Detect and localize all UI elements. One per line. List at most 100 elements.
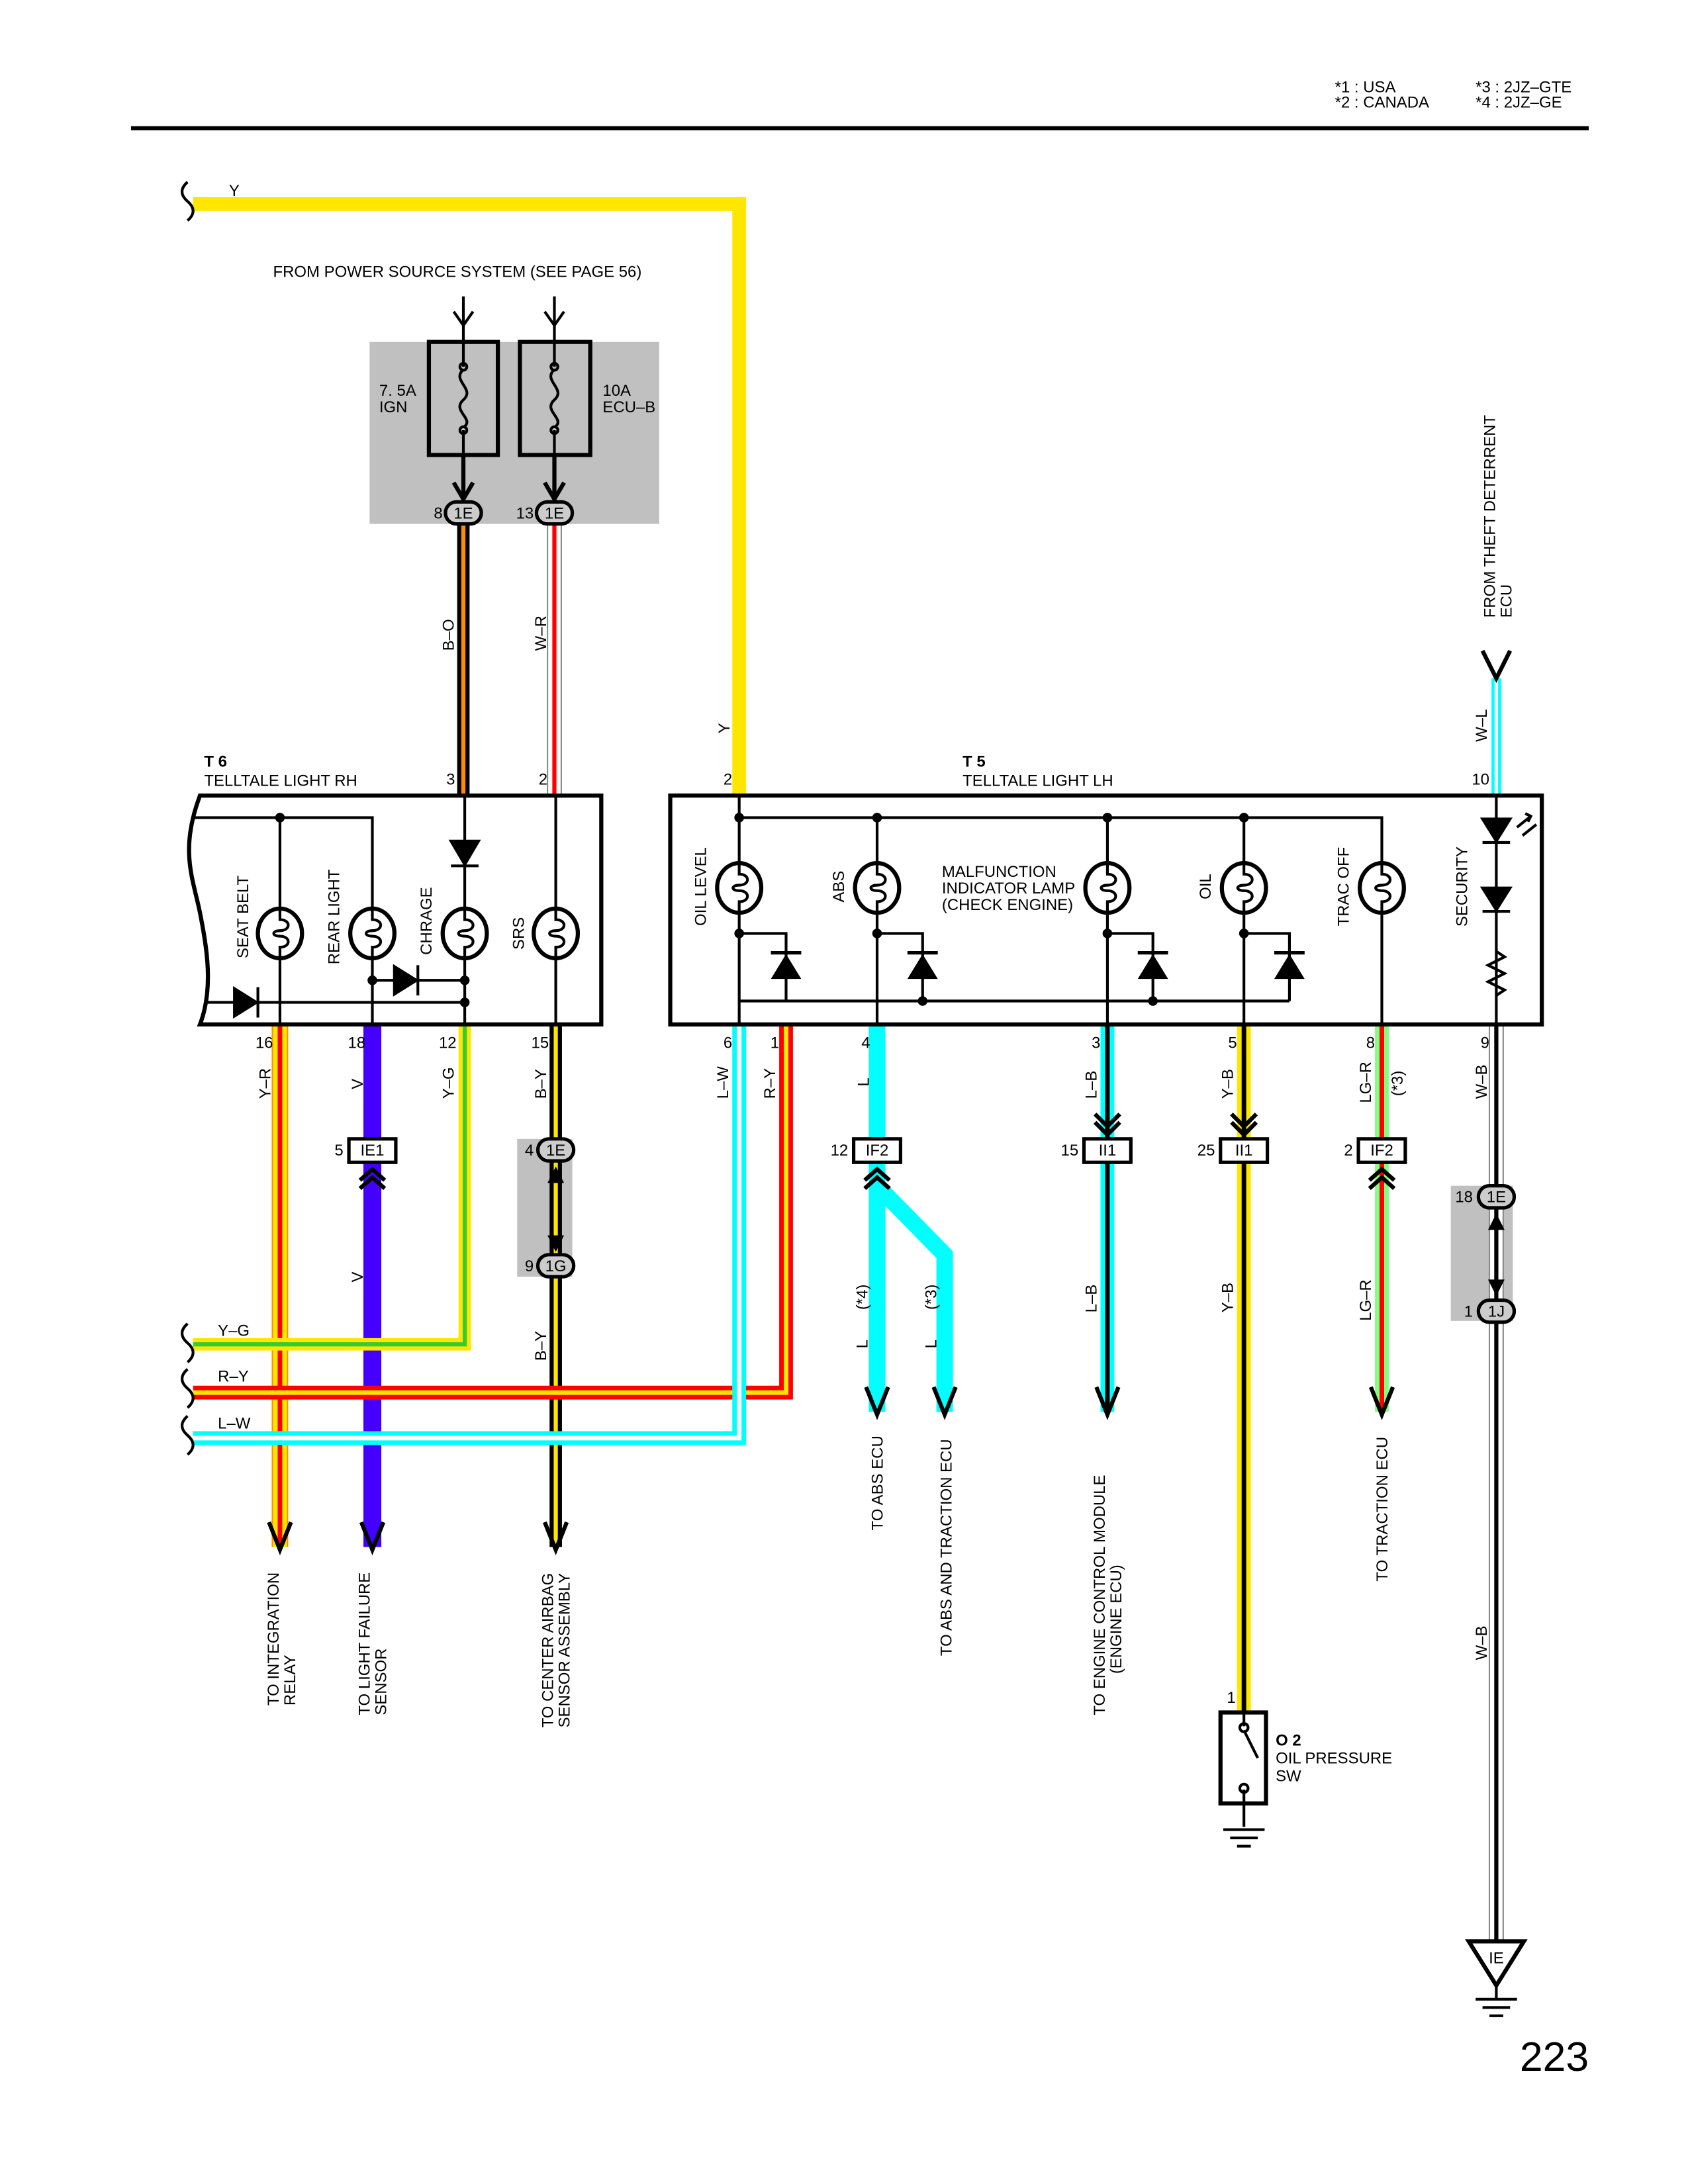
lamp-charge: CHRAGE	[418, 887, 436, 954]
lamp-security: SECURITY	[1454, 846, 1472, 927]
bulb-icon	[348, 906, 397, 961]
power-source-label: FROM POWER SOURCE SYSTEM (SEE PAGE 56)	[273, 263, 642, 281]
lamp-rear-light: REAR LIGHT	[326, 869, 344, 964]
bulb-filament	[869, 863, 887, 913]
wire-label: Y–G	[440, 1068, 457, 1099]
junction-dot	[734, 813, 744, 823]
wire-r-y	[193, 1024, 793, 1400]
connector-id: 1E	[1487, 1189, 1506, 1206]
chevron-down-icon	[1230, 1113, 1258, 1138]
fuse-icon	[549, 368, 559, 429]
wire-label: B–Y	[532, 1069, 550, 1099]
wire-label-wl: W–L	[1473, 709, 1491, 742]
wire-label: R–Y	[218, 1368, 249, 1386]
lamp-srs: SRS	[510, 917, 528, 950]
fuse-ecu-b: 10A ECU–B 1E 13	[516, 296, 655, 526]
chevron-up-icon	[863, 1166, 891, 1191]
fuse-rating: 10A	[602, 382, 631, 400]
arrow-icon	[1480, 649, 1513, 683]
legend-2jz-ge: *4 : 2JZ–GE	[1476, 94, 1562, 112]
dest-theft: FROM THEFT DETERRENT	[1481, 415, 1499, 618]
connector-id: 1G	[545, 1257, 567, 1275]
bulb-icon	[532, 906, 581, 961]
dest-airbag-sensor: SENSOR ASSEMBLY	[555, 1573, 573, 1728]
diode-icon	[393, 964, 420, 997]
diode-icon	[907, 954, 938, 979]
wire-break-icon	[180, 1322, 195, 1456]
diode-icon	[771, 954, 802, 979]
arrow-icon	[451, 455, 475, 504]
wire-note: (*4)	[853, 1285, 871, 1310]
connector-pin: 5	[334, 1142, 343, 1160]
wire-label: L–W	[714, 1066, 732, 1099]
connector-pin: 25	[1197, 1142, 1215, 1160]
connector-id: II1	[1099, 1142, 1117, 1160]
bulb-filament	[365, 908, 383, 958]
diode-icon	[1274, 954, 1305, 979]
connector-1e-by: 1E 4 1G 9	[525, 1137, 576, 1279]
pin: 6	[724, 1034, 732, 1052]
connector-if2-l: IF2 12	[831, 1137, 903, 1191]
fuse-name: IGN	[379, 398, 408, 416]
wire-label-bo: B–O	[440, 619, 457, 651]
fuse-block	[369, 341, 659, 524]
bulb-icon	[715, 861, 764, 915]
junction-dot	[872, 929, 882, 938]
component-code: O 2	[1276, 1732, 1301, 1750]
bulb-icon	[853, 861, 902, 915]
wire-labels: Y–R V Y–G B–Y L–W R–Y L L–B Y–B LG–R (*3…	[218, 1062, 1491, 1660]
junction-dot	[1239, 929, 1249, 938]
bulb-icon	[1219, 861, 1268, 915]
pin: 4	[861, 1034, 870, 1052]
legend: *1 : USA *2 : CANADA *3 : 2JZ–GTE *4 : 2…	[1335, 79, 1572, 112]
pin: 8	[1366, 1034, 1375, 1052]
wire-label: LG–R	[1357, 1279, 1375, 1321]
connector-ie1: IE1 5	[334, 1137, 398, 1191]
diode-icon	[233, 985, 259, 1019]
dest-traction-ecu: TO TRACTION ECU	[1374, 1437, 1391, 1582]
diode-icon	[1137, 954, 1168, 979]
connector-id: IE1	[361, 1142, 385, 1160]
wire-label: LG–R	[1357, 1062, 1375, 1103]
wire-label: V	[349, 1272, 367, 1283]
dest-airbag-sensor: TO CENTER AIRBAG	[539, 1573, 557, 1728]
led-icon	[1479, 817, 1513, 844]
dest-integration-relay: TO INTEGRATION	[265, 1572, 283, 1706]
ground-ie: IE	[1465, 1939, 1528, 2017]
connector-pin: 4	[525, 1142, 534, 1160]
dest-light-failure-sensor: TO LIGHT FAILURE	[355, 1572, 373, 1715]
junction-dot	[1102, 929, 1113, 938]
connector-id: 1E	[546, 1142, 565, 1160]
arrow-icon	[267, 1386, 1395, 1556]
wire-base	[193, 197, 747, 796]
diode-icon	[448, 839, 481, 868]
fuse-ign: 7. 5A IGN 1E 8	[379, 296, 500, 526]
connector-pin: 2	[1344, 1142, 1352, 1160]
component-code: T 5	[962, 752, 986, 770]
pin: 10	[1472, 770, 1489, 788]
wire-base	[193, 1024, 471, 1351]
pin: 16	[256, 1034, 273, 1052]
pin: 1	[771, 1034, 779, 1052]
connector-id: 1E	[453, 504, 473, 522]
diode-icon	[1479, 886, 1513, 913]
bulb-filament	[731, 863, 749, 913]
lamp-malfunction: (CHECK ENGINE)	[942, 896, 1073, 914]
connector-id: 1J	[1488, 1303, 1505, 1321]
ground-icon	[1223, 1828, 1265, 1848]
wire-label: W–B	[1473, 1065, 1491, 1099]
bulb-filament	[457, 908, 475, 958]
component-name: TELLTALE LIGHT RH	[204, 772, 357, 790]
arrow-icon	[543, 296, 565, 342]
dest-engine-control-module: (ENGINE ECU)	[1107, 1565, 1125, 1674]
connector-id: II1	[1235, 1142, 1253, 1160]
bulb-filament	[1100, 863, 1117, 913]
connector-pin: 18	[1455, 1189, 1473, 1206]
wire-label: L	[923, 1340, 941, 1348]
lamp-malfunction: MALFUNCTION	[942, 863, 1056, 881]
ground-triangle-icon	[1465, 1939, 1528, 1989]
connector-id: IF2	[1370, 1142, 1393, 1160]
junction-dot	[872, 813, 882, 823]
wire-note: (*3)	[923, 1285, 941, 1310]
